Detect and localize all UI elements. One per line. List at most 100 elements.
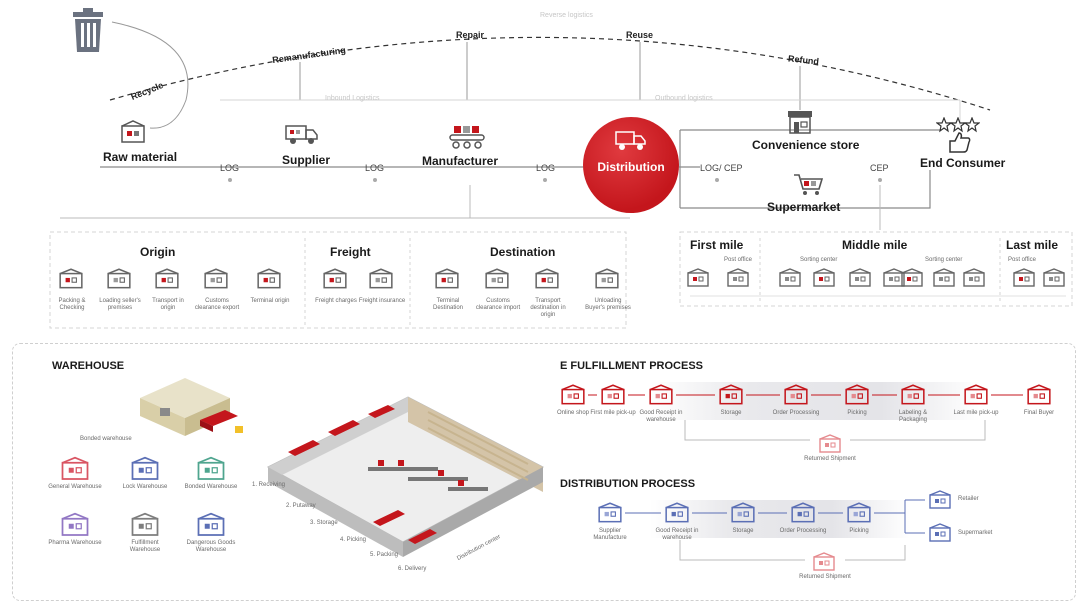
distribution-process-title: DISTRIBUTION PROCESS [560, 478, 696, 490]
freight-step-icon [369, 268, 393, 289]
efulfillment-step-icon [649, 384, 673, 405]
efulfillment-step-label: Picking [847, 410, 867, 416]
supermarket-output-icon [929, 523, 951, 542]
mile-transport-icon [849, 268, 871, 287]
freight-step-icon [595, 268, 619, 289]
efulfillment-title: E FULFILLMENT PROCESS [560, 360, 703, 372]
warehouse-type-label: Lock Warehouse [122, 484, 168, 490]
trash-bin-icon [73, 8, 103, 52]
efulfillment-step-label: Storage [720, 410, 742, 416]
freight-step-icon [435, 268, 459, 289]
warehouse-type-icon [61, 512, 89, 536]
efulfillment-step-icon [845, 384, 869, 405]
freight-step-label: Transport in origin [152, 298, 184, 311]
callout-picking: 4. Picking [340, 537, 367, 543]
bonded-warehouse-caption: Bonded warehouse [80, 436, 132, 442]
warehouse-type-icon [197, 512, 225, 536]
destination-title: Destination [490, 245, 556, 259]
efulfillment-step-icon [561, 384, 585, 405]
freight-step-label: Terminal Destination [432, 298, 464, 311]
efulfillment-step-icon [784, 384, 808, 405]
retailer-label: Retailer [958, 496, 979, 502]
distribution-step-icon [847, 502, 871, 523]
convenience-store-icon [788, 111, 812, 134]
freight-step-label: Transport destination in origin [530, 298, 566, 318]
repair-label: Repair [456, 30, 485, 40]
middle-mile-note-right: Sorting center [925, 257, 963, 263]
returned-shipment-icon [819, 434, 841, 453]
mile-transport-icon [901, 268, 923, 287]
end-consumer-node: End Consumer [920, 156, 1006, 170]
outbound-logistics-label: Outbound logistics [655, 95, 713, 102]
efulfillment-step-label: Good Receipt in warehouse [639, 410, 683, 423]
distribution-step-icon [665, 502, 689, 523]
efulfillment-step-label: Final Buyer [1023, 410, 1055, 416]
mile-transport-icon [687, 268, 709, 287]
manufacturer-node: Manufacturer [422, 154, 499, 168]
efulfillment-step-icon [901, 384, 925, 405]
warehouse-type-icon [131, 456, 159, 480]
efulfillment-step-icon [1027, 384, 1051, 405]
warehouse-panel [12, 343, 1076, 601]
raw-material-node: Raw material [103, 150, 178, 164]
distribution-node: Distribution [597, 160, 665, 174]
efulfillment-band [650, 382, 980, 420]
distribution-hub [583, 117, 679, 213]
distribution-step-icon [731, 502, 755, 523]
callout-packing: 5. Packing [370, 552, 399, 558]
freight-step-label: Terminal origin [250, 298, 290, 304]
freight-step-label: Packing & Checking [58, 298, 86, 311]
convenience-store-node: Convenience store [752, 138, 860, 152]
callout-storage: 3. Storage [310, 520, 338, 526]
warehouse-type-label: Fulfillment Warehouse [129, 540, 161, 553]
efulfillment-step-label: Last mile pick-up [953, 410, 999, 416]
reuse-label: Reuse [626, 30, 654, 40]
freight-step-icon [535, 268, 559, 289]
first-mile-title: First mile [690, 238, 744, 252]
warehouse-title: WAREHOUSE [52, 360, 125, 372]
freight-step-label: Customs clearance import [475, 298, 521, 311]
freight-step-icon [257, 268, 281, 289]
warehouse-type-icon [131, 512, 159, 536]
middle-mile-title: Middle mile [842, 238, 908, 252]
efulfillment-step-label: First mile pick-up [590, 410, 636, 416]
freight-step-icon [485, 268, 509, 289]
warehouse-type-icon [197, 456, 225, 480]
mile-transport-icon [727, 268, 749, 287]
distribution-returned-icon [813, 552, 835, 571]
freight-step-icon [155, 268, 179, 289]
distribution-step-label: Order Processing [779, 528, 827, 534]
freight-step-icon [59, 268, 83, 289]
reverse-logistics-label: Reverse logistics [540, 12, 593, 19]
warehouse-type-label: Dangerous Goods Warehouse [186, 540, 236, 553]
freight-step-label: Loading seller's premises [99, 298, 141, 311]
distribution-center-illustration [266, 396, 545, 557]
mile-transport-icon [1043, 268, 1065, 287]
freight-step-icon [107, 268, 131, 289]
bonded-warehouse-illustration [140, 378, 243, 436]
reverse-logistics-arc [109, 36, 991, 111]
warehouse-type-icon [61, 456, 89, 480]
efulfillment-step-label: Order Processing [772, 410, 820, 416]
freight-step-label: Customs clearance export [194, 298, 240, 311]
freight-step-label: Unloading Buyer's premises [585, 298, 631, 311]
mile-transport-icon [1013, 268, 1035, 287]
supplier-node: Supplier [282, 153, 331, 167]
distribution-step-icon [598, 502, 622, 523]
distribution-step-label: Good Receipt in warehouse [655, 528, 699, 541]
efulfillment-step-icon [601, 384, 625, 405]
supplier-truck-icon [285, 125, 318, 144]
cep-link: CEP [870, 163, 889, 173]
middle-mile-note-left: Sorting center [800, 257, 838, 263]
distribution-truck-icon [615, 131, 646, 150]
retailer-icon [929, 490, 951, 509]
origin-title: Origin [140, 245, 176, 259]
mile-transport-icon [779, 268, 801, 287]
callout-receiving: 1. Receiving [252, 482, 286, 488]
manufacturer-conveyor-icon [449, 126, 485, 149]
efulfillment-step-icon [719, 384, 743, 405]
recycle-arc [111, 21, 189, 129]
distribution-step-label: Storage [732, 528, 754, 534]
freight-title: Freight [330, 245, 371, 259]
log-link-2: LOG [365, 163, 385, 173]
